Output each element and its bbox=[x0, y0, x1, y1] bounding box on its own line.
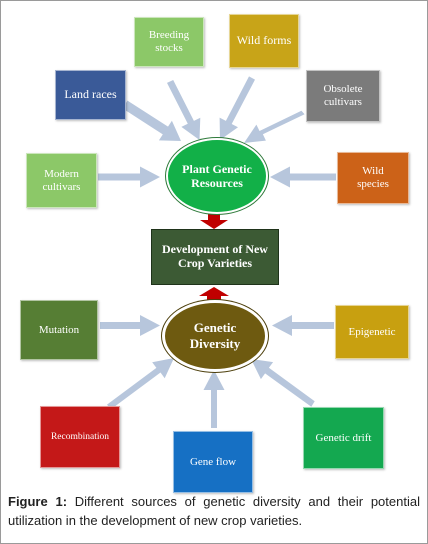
node-breeding-stocks-label: Breeding stocks bbox=[148, 29, 190, 54]
node-land-races-label: Land races bbox=[64, 87, 117, 102]
node-epigenetic-label: Epigenetic bbox=[348, 325, 396, 338]
node-mutation: Mutation bbox=[20, 300, 98, 360]
red-arrow-pgr-to-development bbox=[200, 212, 228, 229]
caption-text: Different sources of genetic diversity a… bbox=[8, 494, 420, 528]
light-arrow-group bbox=[98, 76, 336, 428]
arrow-land-races-to-pgr bbox=[122, 100, 181, 141]
arrow-gene-flow-to-gd bbox=[203, 370, 225, 428]
node-mutation-label: Mutation bbox=[38, 323, 80, 336]
node-development-new-crop-varieties: Development of New Crop Varieties bbox=[151, 229, 279, 285]
arrow-mutation-to-gd bbox=[100, 315, 160, 336]
node-genetic-drift: Genetic drift bbox=[303, 407, 384, 469]
node-genetic-diversity: Genetic Diversity bbox=[162, 300, 268, 372]
node-land-races: Land races bbox=[55, 70, 126, 120]
node-obsolete-cultivars: Obsolete cultivars bbox=[306, 70, 380, 122]
arrow-wild-forms-to-pgr bbox=[219, 76, 255, 140]
node-genetic-drift-label: Genetic drift bbox=[315, 431, 372, 444]
arrow-wild-species-to-pgr bbox=[270, 166, 336, 188]
arrow-recombination-to-gd bbox=[107, 358, 174, 410]
arrow-genetic-drift-to-gd bbox=[251, 359, 315, 407]
arrow-breeding-stocks-to-pgr bbox=[167, 80, 201, 140]
node-genetic-diversity-label: Genetic Diversity bbox=[189, 320, 241, 351]
figure-caption: Figure 1: Different sources of genetic d… bbox=[8, 492, 420, 530]
node-breeding-stocks: Breeding stocks bbox=[134, 17, 204, 67]
caption-label: Figure 1: bbox=[8, 494, 68, 509]
node-modern-cultivars-label: Modern cultivars bbox=[42, 167, 81, 193]
red-arrow-gd-to-development bbox=[199, 287, 229, 305]
node-gene-flow-label: Gene flow bbox=[189, 455, 237, 468]
node-wild-forms: Wild forms bbox=[229, 14, 299, 68]
node-recombination: Recombination bbox=[40, 406, 120, 468]
node-wild-species-label: Wild species bbox=[357, 165, 389, 190]
node-obsolete-cultivars-label: Obsolete cultivars bbox=[323, 83, 363, 108]
node-modern-cultivars: Modern cultivars bbox=[26, 153, 97, 208]
arrow-obsolete-cultivars-to-pgr bbox=[244, 110, 305, 143]
node-plant-genetic-resources-label: Plant Genetic Resources bbox=[182, 161, 252, 190]
node-recombination-label: Recombination bbox=[50, 431, 110, 442]
node-development-label: Development of New Crop Varieties bbox=[162, 242, 268, 270]
node-gene-flow: Gene flow bbox=[173, 431, 253, 493]
node-epigenetic: Epigenetic bbox=[335, 305, 409, 359]
arrow-modern-cultivars-to-pgr bbox=[98, 166, 160, 188]
node-wild-forms-label: Wild forms bbox=[236, 33, 292, 48]
arrow-epigenetic-to-gd bbox=[272, 315, 334, 336]
node-plant-genetic-resources: Plant Genetic Resources bbox=[166, 138, 268, 214]
node-wild-species: Wild species bbox=[337, 152, 409, 204]
